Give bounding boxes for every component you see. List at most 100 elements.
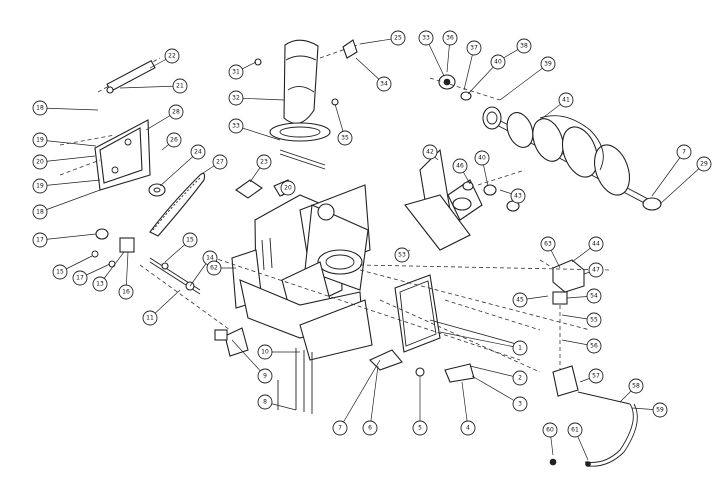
callout-number: 18 (36, 209, 44, 216)
callout-circle (212, 154, 228, 170)
callout-circle (32, 100, 48, 116)
callout-leader (369, 365, 379, 429)
callout-circle (362, 420, 378, 436)
callout-20: 20 (280, 180, 296, 196)
callout-39: 39 (540, 56, 556, 72)
callout-number: 43 (514, 193, 522, 200)
callout-number: 33 (232, 123, 240, 130)
callout-leader (159, 151, 199, 187)
callout-leader (39, 189, 101, 213)
callout-circle (228, 118, 244, 134)
callout-number: 1 (518, 345, 522, 352)
callout-number: 9 (263, 373, 267, 380)
callout-53: 53 (394, 247, 410, 263)
callout-circle (337, 130, 353, 146)
callout-circle (628, 378, 644, 394)
callout-number: 59 (656, 407, 664, 414)
callout-circle (332, 420, 348, 436)
callout-number: 8 (263, 399, 267, 406)
callout-leader (39, 107, 99, 111)
callout-58: 58 (628, 378, 644, 394)
callout-46: 46 (452, 158, 468, 174)
callout-33: 33 (228, 118, 244, 134)
callout-number: 7 (338, 425, 342, 432)
callout-22: 22 (164, 48, 180, 64)
callout-62: 62 (206, 260, 222, 276)
callout-circle (228, 64, 244, 80)
callout-leader (235, 97, 285, 101)
callout-number: 40 (494, 59, 502, 66)
bearing-parts (462, 169, 526, 212)
callout-10: 10 (257, 344, 273, 360)
callout-circle (510, 188, 526, 204)
callout-circle (586, 288, 602, 304)
callout-number: 20 (284, 185, 292, 192)
callout-41: 41 (558, 92, 574, 108)
callout-circle (452, 158, 468, 174)
callout-27: 27 (212, 154, 228, 170)
callout-17: 17 (72, 270, 88, 286)
callout-number: 28 (172, 109, 180, 116)
callout-2: 2 (512, 370, 528, 386)
main-housing (231, 184, 373, 361)
callout-60: 60 (542, 422, 558, 438)
callout-number: 46 (456, 163, 464, 170)
callout-circle (52, 264, 68, 280)
pulley-belt (148, 172, 206, 237)
callout-leader (659, 163, 705, 205)
callout-circle (652, 402, 668, 418)
callout-29: 29 (696, 156, 712, 172)
callout-number: 41 (562, 97, 570, 104)
callout-number: 33 (422, 35, 430, 42)
callout-leader (231, 339, 266, 377)
callout-leader (39, 139, 97, 147)
callout-circle (588, 236, 604, 252)
callout-circle (412, 420, 428, 436)
callout-circle (558, 92, 574, 108)
callout-circle (540, 56, 556, 72)
callout-7: 7 (676, 144, 692, 160)
discharge-chute (254, 39, 361, 170)
callout-15: 15 (182, 232, 198, 248)
callout-number: 16 (122, 289, 130, 296)
callout-number: 27 (216, 159, 224, 166)
callout-leader (651, 151, 685, 197)
callout-number: 60 (546, 427, 554, 434)
callout-number: 21 (176, 83, 184, 90)
callout-number: 61 (571, 427, 579, 434)
callout-circle (512, 340, 528, 356)
callout-number: 45 (516, 297, 524, 304)
callout-8: 8 (257, 394, 273, 410)
callout-number: 56 (590, 343, 598, 350)
callout-3: 3 (512, 396, 528, 412)
callout-number: 15 (186, 237, 194, 244)
callout-number: 17 (76, 275, 84, 282)
callout-42: 42 (422, 144, 438, 160)
callout-9: 9 (257, 368, 273, 384)
callout-number: 11 (146, 315, 154, 322)
callout-leader (499, 63, 549, 101)
callout-number: 14 (206, 255, 214, 262)
callout-63: 63 (540, 236, 556, 252)
auger-spiral (482, 106, 662, 211)
callout-circle (516, 38, 532, 54)
callout-circle (466, 40, 482, 56)
callout-circle (512, 396, 528, 412)
callout-number: 42 (426, 149, 434, 156)
callout-circle (228, 90, 244, 106)
callout-54: 54 (586, 288, 602, 304)
callout-circle (474, 150, 490, 166)
callout-number: 38 (520, 43, 528, 50)
callout-number: 7 (682, 149, 686, 156)
leader-lines (39, 37, 705, 461)
callout-4: 4 (460, 420, 476, 436)
callout-number: 53 (398, 252, 406, 259)
callout-leader (471, 375, 521, 405)
callout-circle (696, 156, 712, 172)
callout-number: 32 (232, 95, 240, 102)
callout-44: 44 (588, 236, 604, 252)
callout-number: 36 (446, 35, 454, 42)
callout-circle (588, 368, 604, 384)
callout-number: 3 (518, 401, 522, 408)
pivot-rod (97, 57, 161, 94)
